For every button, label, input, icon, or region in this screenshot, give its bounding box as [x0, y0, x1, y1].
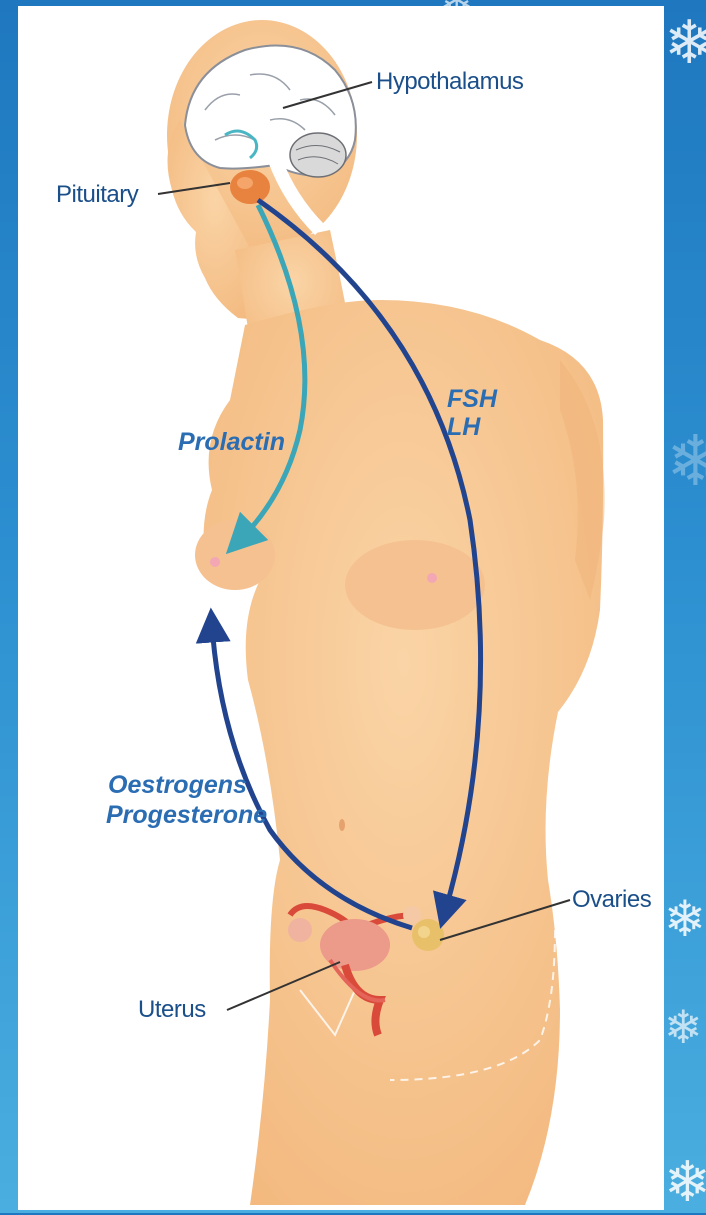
hypothalamus-label: Hypothalamus	[376, 68, 523, 96]
oestrogens-label: Oestrogens	[108, 771, 247, 799]
progesterone-label: Progesterone	[106, 801, 267, 829]
lh-label: LH	[447, 413, 480, 441]
pituitary-label: Pituitary	[56, 181, 138, 209]
body-silhouette	[167, 20, 605, 1205]
ovaries-label: Ovaries	[572, 886, 651, 914]
uterus-label: Uterus	[138, 996, 206, 1024]
prolactin-label: Prolactin	[178, 428, 285, 456]
fsh-label: FSH	[447, 385, 497, 413]
